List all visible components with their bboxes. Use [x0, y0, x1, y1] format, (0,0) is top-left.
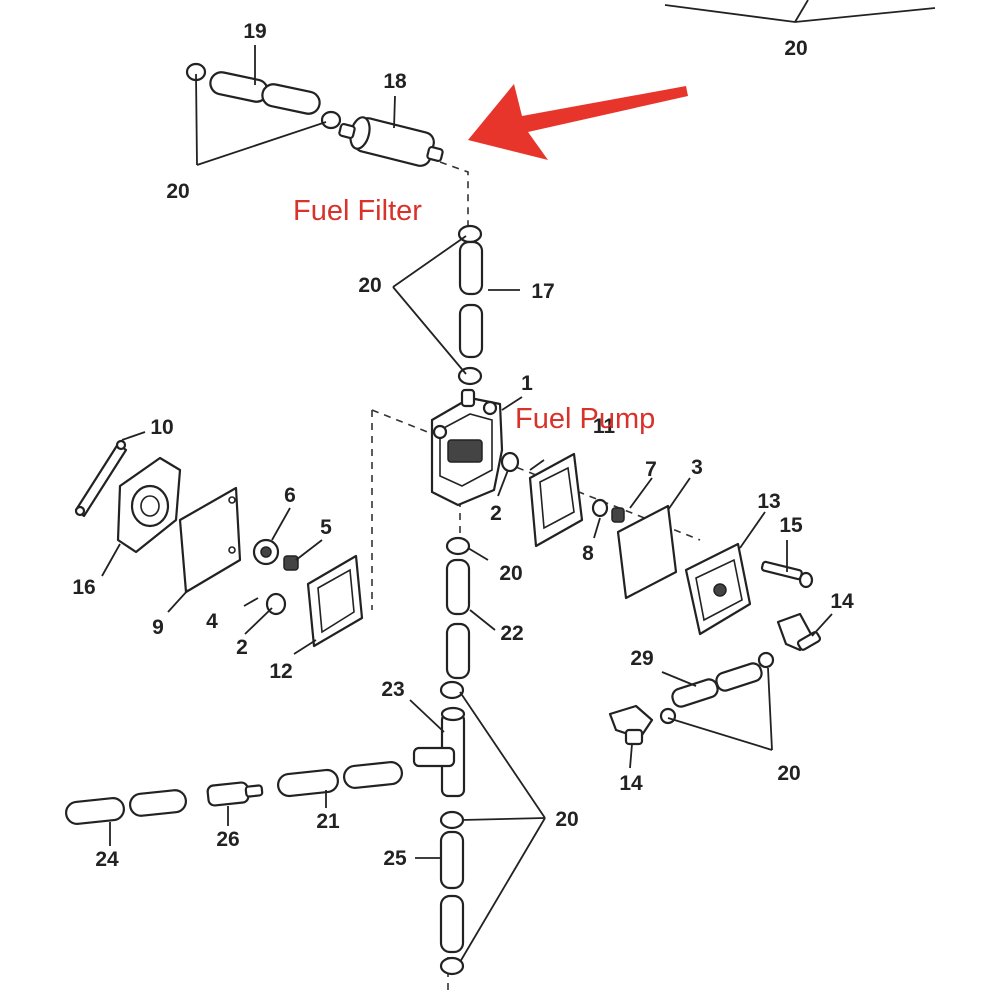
- callout-24: 24: [95, 848, 119, 871]
- callout-4: 4: [206, 610, 218, 633]
- tee-fitting-23: [412, 706, 466, 798]
- fuel-line-29: [659, 651, 775, 725]
- callout-6: 6: [284, 484, 296, 507]
- fuel-pump-body-1: [430, 388, 504, 507]
- callout-18: 18: [383, 70, 407, 93]
- spring-5: [283, 555, 299, 571]
- fuel-line-19: [185, 62, 342, 130]
- callout-12: 12: [269, 660, 292, 683]
- washer-2-right: [500, 451, 520, 473]
- cover-13: [684, 542, 752, 636]
- connector-26: [206, 781, 264, 807]
- callout-22: 22: [500, 622, 523, 645]
- callout-8: 8: [582, 542, 594, 565]
- callout-labels: 20 19 18 20 20 17 1 11 10 7 3 6 5 2 16 8…: [72, 20, 854, 871]
- callout-10: 10: [150, 416, 173, 439]
- callout-29: 29: [630, 647, 653, 670]
- callout-23: 23: [381, 678, 404, 701]
- callout-3: 3: [691, 456, 703, 479]
- callout-9: 9: [152, 616, 164, 639]
- callout-26: 26: [216, 828, 239, 851]
- elbow-fitting-14-left: [608, 704, 654, 746]
- gasket-12: [306, 554, 364, 648]
- fuel-filter-18: [338, 116, 444, 167]
- callout-14-left: 14: [619, 772, 643, 795]
- callout-11: 11: [593, 415, 616, 438]
- callout-13: 13: [757, 490, 780, 513]
- fuel-line-24: [64, 789, 188, 825]
- callout-15: 15: [779, 514, 803, 537]
- callout-25: 25: [383, 847, 407, 870]
- fuel-line-25: [439, 810, 465, 976]
- callout-2-right: 2: [490, 502, 502, 525]
- gasket-11: [528, 452, 584, 548]
- callout-20-filter: 20: [166, 180, 189, 203]
- callout-14-right: 14: [830, 590, 854, 613]
- callout-5: 5: [320, 516, 332, 539]
- cover-16: [116, 456, 182, 554]
- fuel-line-17: [457, 224, 484, 386]
- callout-20-top: 20: [784, 37, 807, 60]
- annotation-fuel-pump: Fuel Pump: [515, 403, 655, 435]
- callout-7: 7: [645, 458, 657, 481]
- bolt-15: [760, 560, 814, 589]
- link-10: [74, 439, 128, 518]
- callout-19: 19: [243, 20, 266, 43]
- screw-11: [529, 459, 545, 471]
- top-fragment-leaders: [664, 0, 936, 23]
- callout-21: 21: [316, 810, 340, 833]
- annotation-fuel-filter: Fuel Filter: [293, 195, 422, 227]
- fuel-line-22: [439, 536, 471, 700]
- spring-7: [611, 507, 625, 523]
- fuel-line-21: [277, 761, 404, 798]
- callout-1: 1: [521, 372, 533, 395]
- red-arrow-icon: [468, 84, 688, 160]
- leader-lines: [101, 45, 833, 963]
- pin-4: [243, 597, 259, 607]
- callout-16: 16: [72, 576, 95, 599]
- callout-20-bottom: 20: [555, 808, 578, 831]
- callout-17: 17: [531, 280, 554, 303]
- disc-6: [252, 538, 280, 566]
- callout-2-left: 2: [236, 636, 248, 659]
- callout-20-lower-right: 20: [777, 762, 800, 785]
- elbow-fitting-14-right: [776, 612, 822, 652]
- seat-8: [591, 498, 609, 518]
- callout-20-upper: 20: [358, 274, 381, 297]
- diaphragm-9: [178, 486, 242, 594]
- callout-20-mid: 20: [499, 562, 522, 585]
- diaphragm-3: [616, 504, 678, 600]
